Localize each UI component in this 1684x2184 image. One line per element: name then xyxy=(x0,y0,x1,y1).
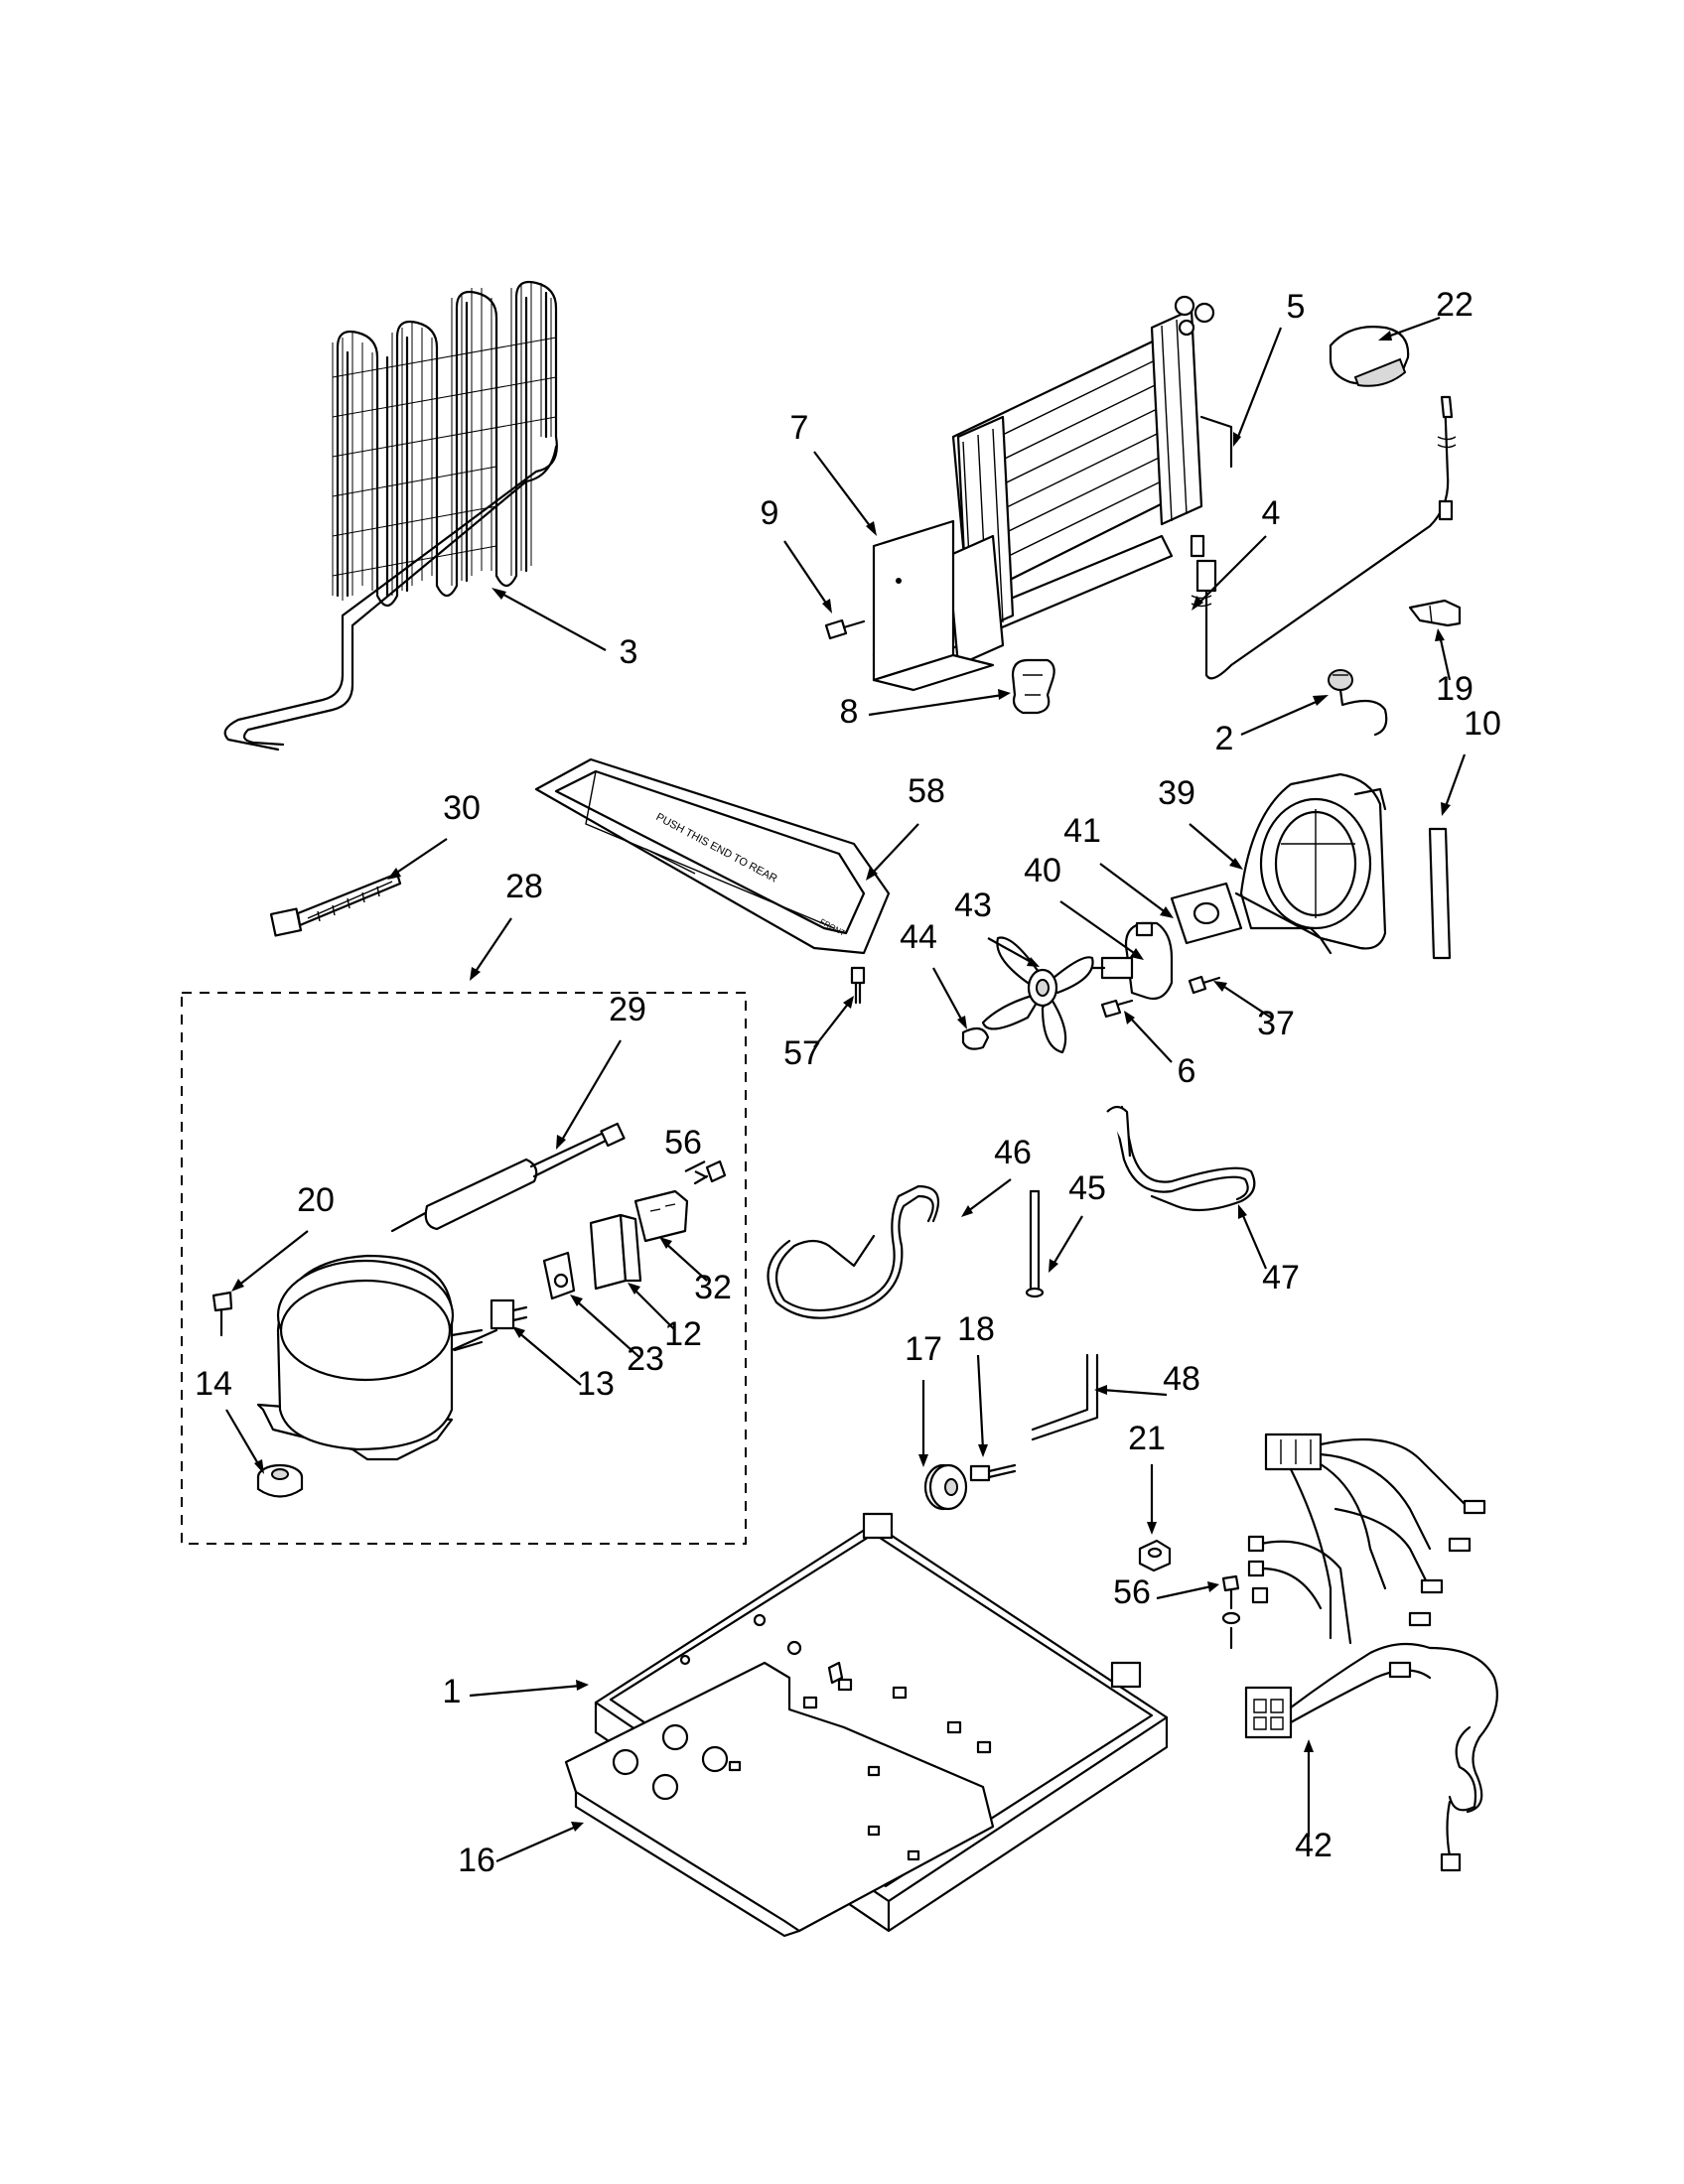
pin-45 xyxy=(1025,1189,1045,1298)
fan-motor-40 xyxy=(1090,921,1174,1001)
callout-c1: 1 xyxy=(443,1673,462,1710)
grommet-14 xyxy=(256,1463,304,1498)
callout-c23: 23 xyxy=(627,1340,664,1378)
callout-c17: 17 xyxy=(905,1330,942,1368)
callout-c13: 13 xyxy=(577,1365,615,1403)
defrost-terminator-4 xyxy=(1190,395,1457,680)
callout-c12: 12 xyxy=(664,1315,702,1353)
drain-tray-58: PUSH THIS END TO REAR FRONT xyxy=(534,757,891,955)
screw-37 xyxy=(1188,975,1221,995)
drain-tube-46 xyxy=(767,1184,940,1319)
drain-hose-47 xyxy=(1106,1105,1256,1212)
callout-c37: 37 xyxy=(1257,1005,1295,1042)
callout-c29: 29 xyxy=(609,991,646,1028)
callout-c5: 5 xyxy=(1287,288,1306,326)
screw-57 xyxy=(850,966,866,1005)
relay-cover-12 xyxy=(589,1213,642,1291)
axle-18 xyxy=(969,1463,1017,1482)
defrost-cap-22 xyxy=(1329,326,1410,387)
nut-21 xyxy=(1138,1539,1172,1572)
callout-c30: 30 xyxy=(443,789,481,827)
callout-labels: 1234567891012131416171819202122232829303… xyxy=(195,286,1501,1879)
roller-17 xyxy=(923,1463,968,1511)
callout-c56a: 56 xyxy=(664,1124,702,1161)
callout-c46: 46 xyxy=(994,1134,1032,1171)
evaporator-clip-8 xyxy=(1011,658,1055,715)
callout-c21: 21 xyxy=(1128,1420,1166,1457)
callout-c20: 20 xyxy=(297,1181,335,1219)
callout-c48: 48 xyxy=(1163,1360,1200,1398)
callout-c43: 43 xyxy=(954,887,992,924)
rod-48 xyxy=(1031,1353,1099,1441)
base-pad-16 xyxy=(564,1661,995,1938)
filter-drier-29 xyxy=(390,1122,626,1233)
overload-13 xyxy=(490,1298,528,1330)
callout-c10: 10 xyxy=(1464,705,1501,743)
callout-c14: 14 xyxy=(195,1365,232,1403)
callout-c22: 22 xyxy=(1436,286,1474,324)
callout-c40: 40 xyxy=(1024,852,1061,889)
fan-clip-44 xyxy=(961,1026,990,1050)
callout-c8: 8 xyxy=(840,693,859,731)
callout-c6: 6 xyxy=(1178,1052,1196,1090)
capacitor-32 xyxy=(633,1189,689,1243)
screw-56-kit xyxy=(693,1160,727,1185)
fan-blade-43 xyxy=(981,936,1094,1054)
wiring-harness-42 xyxy=(1244,1433,1498,1872)
callout-c44: 44 xyxy=(900,918,937,956)
callout-c47: 47 xyxy=(1262,1259,1300,1297)
callout-c45: 45 xyxy=(1068,1169,1106,1207)
callout-c32: 32 xyxy=(694,1269,732,1306)
callout-c16: 16 xyxy=(458,1842,495,1879)
condenser-coil xyxy=(223,280,558,751)
fan-shroud-39 xyxy=(1234,772,1387,955)
compressor xyxy=(256,1254,498,1461)
evaporator-bracket xyxy=(872,519,995,692)
callout-c41: 41 xyxy=(1063,812,1101,850)
callout-c57: 57 xyxy=(783,1034,821,1072)
screw-6 xyxy=(1100,999,1134,1019)
callout-c28: 28 xyxy=(505,868,543,905)
callout-c7: 7 xyxy=(790,409,809,447)
callout-c3: 3 xyxy=(620,633,638,671)
callout-c39: 39 xyxy=(1158,774,1195,812)
screw-20 xyxy=(211,1291,233,1337)
leader-lines xyxy=(225,316,1467,1863)
callout-c19: 19 xyxy=(1436,670,1474,708)
thermistor-2 xyxy=(1328,669,1388,737)
screw-9 xyxy=(824,618,866,640)
callout-c9: 9 xyxy=(761,494,779,532)
callout-c56b: 56 xyxy=(1113,1573,1151,1611)
wire-clip-19 xyxy=(1408,599,1462,627)
callout-c4: 4 xyxy=(1262,494,1281,532)
callout-c42: 42 xyxy=(1295,1827,1333,1864)
foam-strip-10 xyxy=(1428,827,1452,960)
motor-plate-41 xyxy=(1170,882,1243,945)
callout-c18: 18 xyxy=(957,1310,995,1348)
screw-56-harness xyxy=(1221,1574,1241,1650)
cable-tie-30 xyxy=(269,872,402,937)
relay-23 xyxy=(542,1251,576,1300)
callout-c2: 2 xyxy=(1215,720,1234,757)
callout-c58: 58 xyxy=(908,772,945,810)
compressor-kit-box xyxy=(181,992,747,1545)
